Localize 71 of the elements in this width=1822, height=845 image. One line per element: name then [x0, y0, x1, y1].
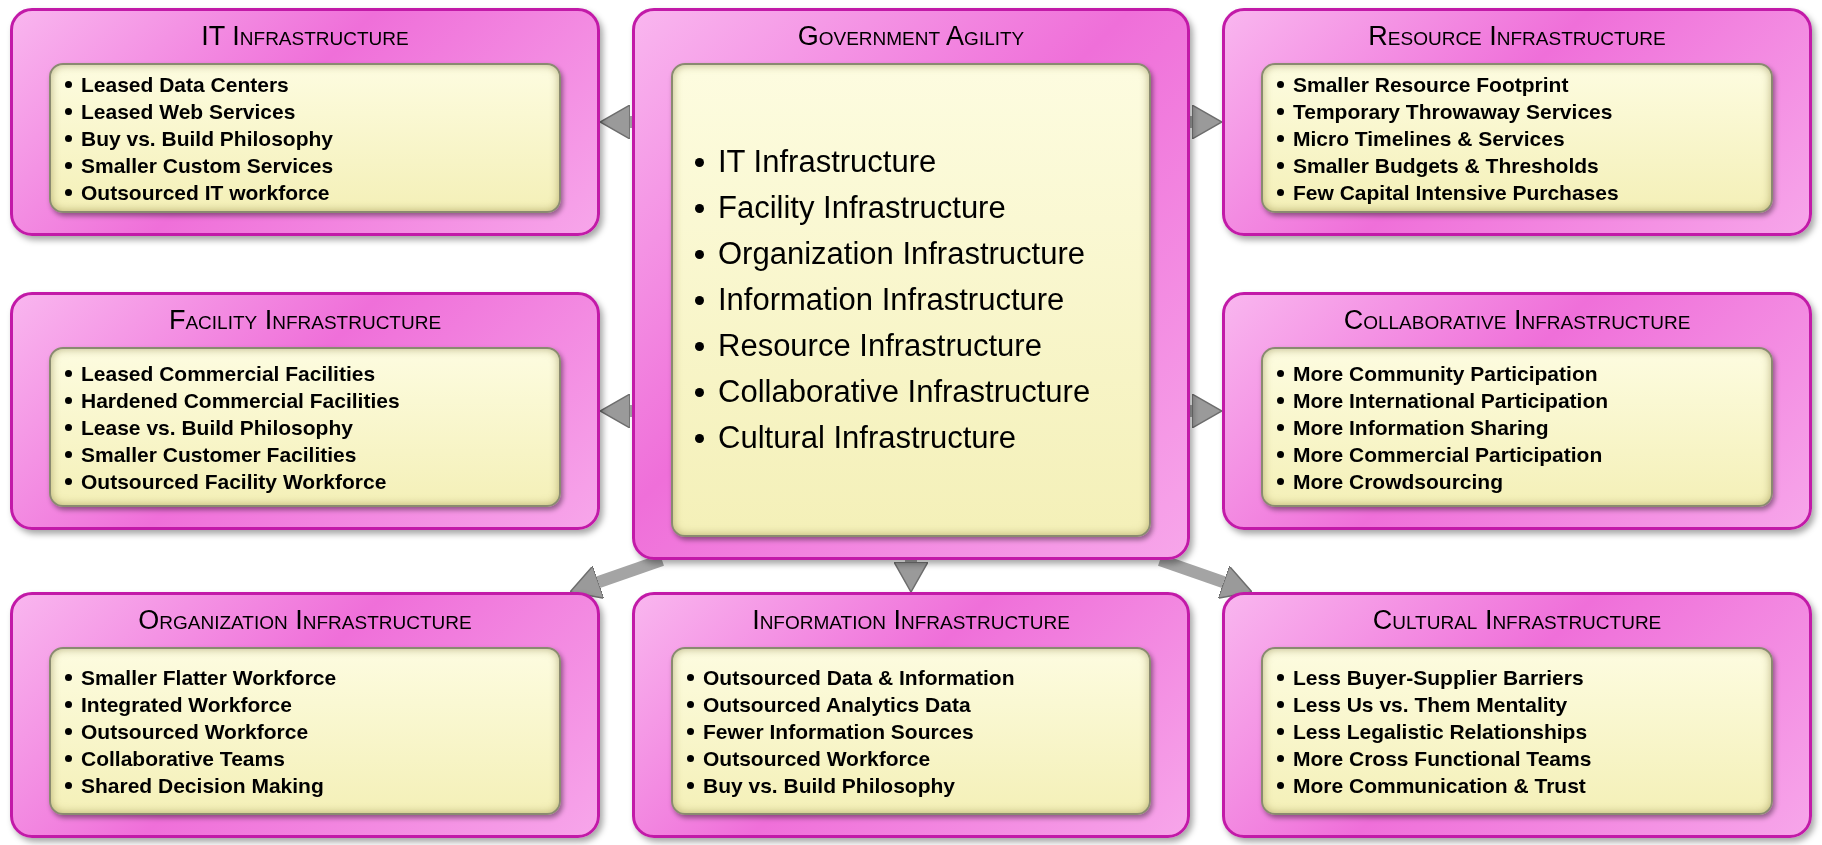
category-panel	[632, 592, 1190, 838]
panel-title: Resource Infrastructure	[1368, 21, 1666, 52]
bullet-item: Outsourced Facility Workforce	[81, 468, 387, 495]
category-panel	[10, 592, 600, 838]
bullet-item: Resource Infrastructure	[718, 327, 1042, 365]
block-arrow	[599, 104, 632, 140]
bullet-item: More International Participation	[1293, 387, 1609, 414]
bullet-item: Lease vs. Build Philosophy	[81, 414, 353, 441]
bullet-item: Leased Commercial Facilities	[81, 360, 376, 387]
bullet-item: Collaborative Infrastructure	[718, 373, 1091, 411]
bullet-item: More Communication & Trust	[1293, 772, 1586, 799]
panel-title: Facility Infrastructure	[168, 305, 442, 336]
list-card	[671, 63, 1151, 537]
bullet-item: Leased Data Centers	[81, 71, 289, 98]
bullet-item: Smaller Customer Facilities	[81, 441, 357, 468]
bullet-item: Buy vs. Build Philosophy	[703, 772, 956, 799]
bullet-item: Organization Infrastructure	[718, 235, 1085, 273]
list-card	[1261, 347, 1773, 507]
bullet-item: Cultural Infrastructure	[718, 419, 1017, 457]
category-panel	[1222, 292, 1812, 530]
list-card	[49, 63, 561, 213]
bullet-item: Outsourced Workforce	[81, 718, 309, 745]
panel-title: Government Agility	[797, 21, 1025, 52]
bullet-item: Hardened Commercial Facilities	[81, 387, 400, 414]
category-panel	[10, 8, 600, 236]
bullet-item: Fewer Information Sources	[703, 718, 974, 745]
category-panel	[632, 8, 1190, 560]
category-panel	[1222, 592, 1812, 838]
bullet-item: Buy vs. Build Philosophy	[81, 125, 334, 152]
block-arrow	[599, 393, 632, 429]
bullet-item: More Cross Functional Teams	[1293, 745, 1592, 772]
list-card	[1261, 63, 1773, 213]
list-card	[671, 647, 1151, 815]
bullet-item: More Crowdsourcing	[1293, 468, 1503, 495]
bullet-item: Integrated Workforce	[81, 691, 292, 718]
bullet-item: Leased Web Services	[81, 98, 296, 125]
list-card	[1261, 647, 1773, 815]
category-panel	[1222, 8, 1812, 236]
bullet-item: Few Capital Intensive Purchases	[1293, 179, 1619, 206]
panel-title: Cultural Infrastructure	[1372, 605, 1662, 636]
bullet-item: Outsourced Workforce	[703, 745, 931, 772]
bullet-item: More Commercial Participation	[1293, 441, 1603, 468]
block-arrow	[1190, 104, 1223, 140]
bullet-item: Less Legalistic Relationships	[1293, 718, 1588, 745]
block-arrow	[1190, 393, 1223, 429]
bullet-item: Micro Timelines & Services	[1293, 125, 1565, 152]
bullet-item: Smaller Resource Footprint	[1293, 71, 1569, 98]
bullet-item: Facility Infrastructure	[718, 189, 1006, 227]
bullet-item: Less Buyer-Supplier Barriers	[1293, 664, 1584, 691]
bullet-item: Smaller Custom Services	[81, 152, 334, 179]
category-panel	[10, 292, 600, 530]
bullet-item: Smaller Flatter Workforce	[81, 664, 337, 691]
list-card	[49, 347, 561, 507]
bullet-item: Outsourced Data & Information	[703, 664, 1015, 691]
bullet-item: More Community Participation	[1293, 360, 1598, 387]
bullet-item: Less Us vs. Them Mentality	[1293, 691, 1568, 718]
block-arrow	[893, 560, 929, 593]
list-card	[49, 647, 561, 815]
bullet-item: Collaborative Teams	[81, 745, 285, 772]
panel-title: Organization Infrastructure	[138, 605, 472, 636]
bullet-item: Information Infrastructure	[718, 281, 1065, 319]
bullet-item: Shared Decision Making	[81, 772, 324, 799]
bullet-item: More Information Sharing	[1293, 414, 1549, 441]
bullet-item: Outsourced Analytics Data	[703, 691, 971, 718]
bullet-item: Outsourced IT workforce	[81, 179, 330, 206]
bullet-item: Temporary Throwaway Services	[1293, 98, 1613, 125]
panel-title: IT Infrastructure	[201, 21, 409, 52]
bullet-item: IT Infrastructure	[718, 143, 937, 181]
panel-title: Collaborative Infrastructure	[1343, 305, 1691, 336]
bullet-item: Smaller Budgets & Thresholds	[1293, 152, 1599, 179]
panel-title: Information Infrastructure	[752, 605, 1070, 636]
